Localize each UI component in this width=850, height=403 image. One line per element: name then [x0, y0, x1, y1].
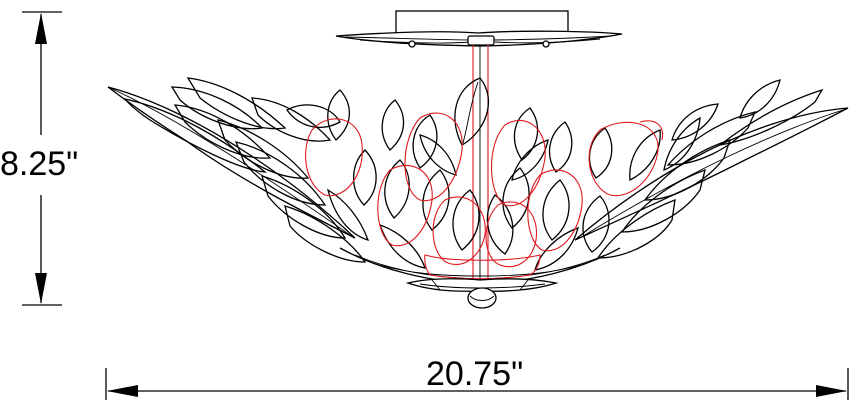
width-label: 20.75"	[426, 355, 523, 393]
leaf	[186, 77, 287, 130]
leaf	[486, 194, 514, 255]
leaf	[251, 97, 332, 142]
leaf	[261, 175, 347, 239]
leaf	[596, 199, 676, 259]
leaf	[582, 195, 610, 253]
leaf	[286, 104, 341, 128]
leaf	[123, 97, 268, 173]
ceiling-canopy	[335, 10, 623, 48]
leaf	[284, 205, 367, 263]
height-arrow-down-icon	[35, 273, 47, 304]
leaf	[588, 127, 613, 179]
leaf-bowl	[107, 77, 849, 285]
leaf	[542, 179, 570, 241]
stem	[472, 45, 489, 280]
leaf	[234, 141, 327, 206]
leaf	[739, 79, 781, 119]
canopy-screw-left	[408, 40, 416, 48]
leaf	[173, 104, 272, 159]
leaf	[412, 114, 438, 169]
height-label: 8.25"	[0, 145, 78, 183]
finial-leaf-cluster	[405, 278, 559, 292]
width-arrow-right-icon	[816, 385, 847, 397]
width-dimension: 20.75"	[105, 355, 849, 400]
leaf	[384, 159, 410, 219]
bottom-finial	[405, 278, 559, 309]
leaf	[327, 89, 350, 141]
leaf	[378, 223, 426, 269]
internal-frame	[305, 112, 664, 280]
leaf	[574, 107, 849, 241]
leaf	[511, 139, 549, 181]
leaf	[666, 111, 757, 166]
leaf	[381, 99, 405, 151]
height-dimension: 8.25"	[0, 11, 78, 306]
leaf	[502, 167, 530, 229]
leaf	[419, 134, 457, 176]
leaf	[663, 116, 701, 172]
height-arrow-up-icon	[35, 13, 47, 44]
canopy-hub	[467, 35, 495, 46]
leaf	[216, 119, 310, 179]
leaf	[671, 103, 719, 141]
leaf	[326, 188, 370, 241]
leaf	[719, 88, 824, 146]
leaf	[513, 107, 539, 161]
width-arrow-left-icon	[107, 385, 138, 397]
leaf	[643, 139, 732, 201]
finial-ball	[467, 287, 497, 309]
leaf	[454, 77, 490, 146]
leaf	[548, 121, 573, 173]
leaf	[452, 189, 480, 251]
canopy-screw-right	[542, 40, 550, 48]
leaf	[107, 86, 356, 239]
leaf	[353, 149, 377, 206]
